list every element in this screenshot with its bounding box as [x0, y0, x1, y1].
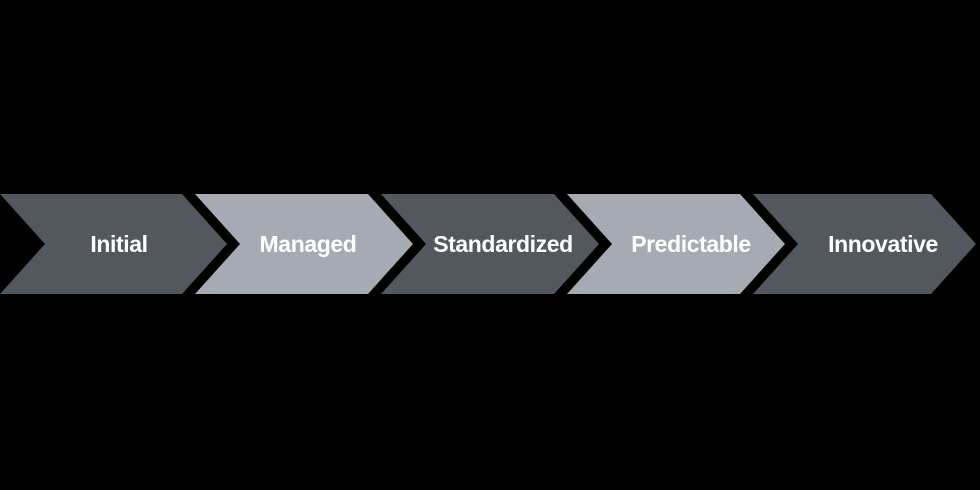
step-label-innovative: Innovative: [828, 231, 938, 257]
step-label-managed: Managed: [260, 231, 357, 257]
chevron-step-managed: [195, 194, 413, 294]
step-label-predictable: Predictable: [631, 231, 751, 257]
chevron-step-standardized: [381, 194, 599, 294]
chevron-step-initial: [0, 194, 227, 294]
chevron-step-predictable: [567, 194, 785, 294]
chevron-step-innovative: [753, 194, 976, 294]
step-label-initial: Initial: [90, 231, 147, 257]
step-label-standardized: Standardized: [433, 231, 573, 257]
